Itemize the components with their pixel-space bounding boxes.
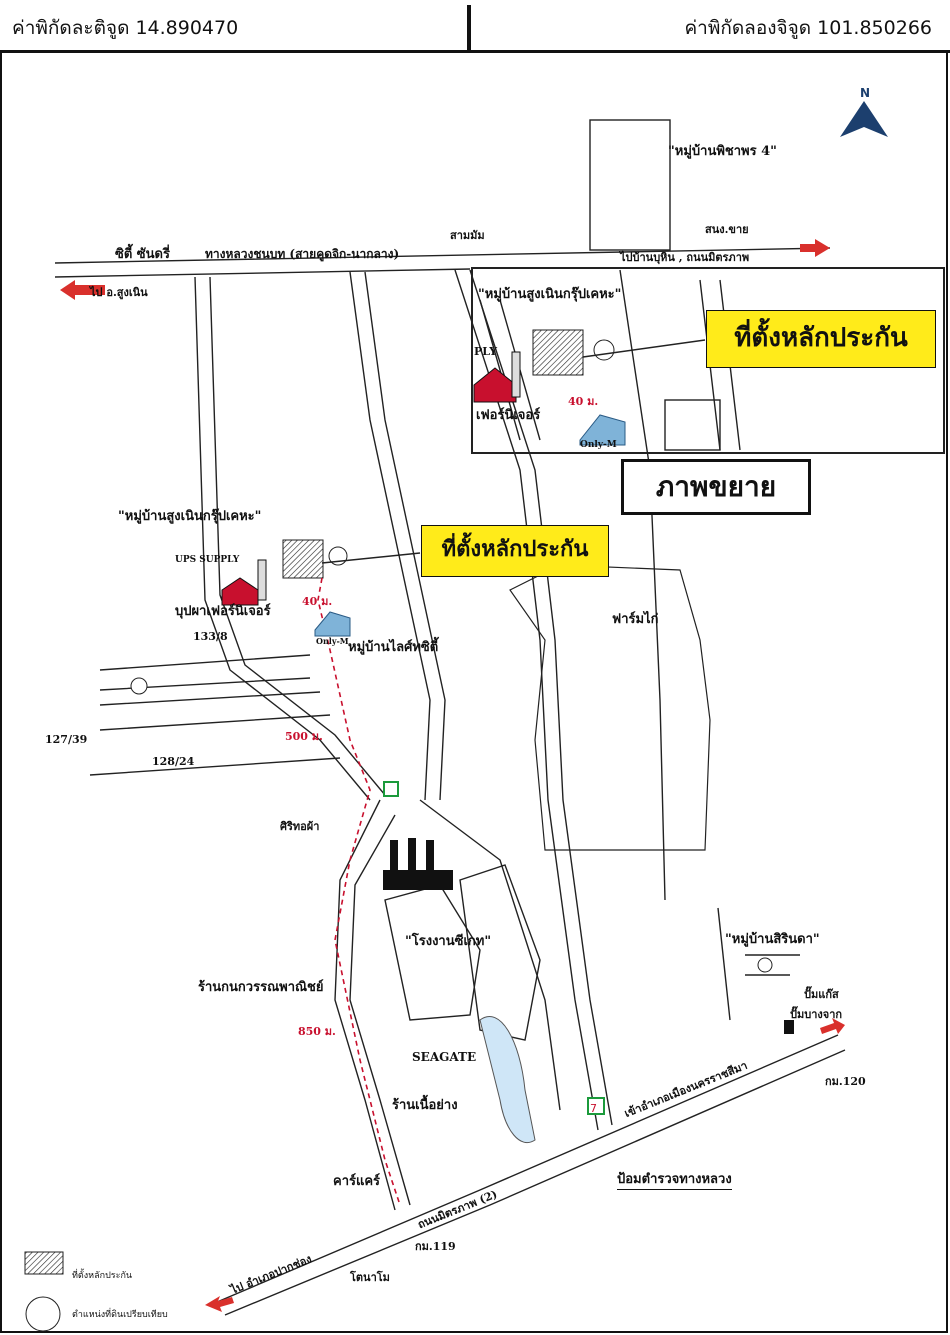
- village-sung-noen-zoom: "หมู่บ้านสูงเนินกรุ๊ปเคหะ": [478, 287, 622, 302]
- seagate-factory: "โรงงานซีเกท": [405, 934, 492, 949]
- svg-text:N: N: [860, 86, 870, 100]
- gas-station: ปั๊มแก๊ส: [804, 988, 839, 1001]
- highway-name: ทางหลวงชนบท (สายคูดจิก-นากลาง): [205, 247, 400, 261]
- collateral-hatch-zoom: [532, 329, 584, 376]
- main-location-callout: ที่ตั้งหลักประกัน: [421, 525, 609, 577]
- road-center: [349, 271, 431, 801]
- legend-circle-swatch: [25, 1296, 61, 1332]
- to-ban-nong: ไปบ้านบุหิน , ถนนมิตรภาพ: [620, 251, 750, 264]
- comparison-circle-3: [757, 957, 773, 973]
- furniture-zoom: เฟอร์นิเจอร์: [476, 408, 541, 423]
- seven-eleven-icon: 7: [383, 781, 605, 1115]
- comparison-circle-zoom: [593, 339, 615, 361]
- arrow-right-korat-icon: [820, 1018, 845, 1034]
- longitude-label: ค่าพิกัดลองจิจูด 101.850266: [684, 17, 932, 39]
- svg-text:7: 7: [590, 1102, 597, 1115]
- arrow-left-icon: [60, 280, 105, 300]
- comparison-circle-2: [130, 677, 148, 695]
- road-main-vertical: [454, 269, 599, 1131]
- distance-40: 40 ม.: [302, 595, 333, 608]
- village-sirinda: "หมู่บ้านสิรินดา": [725, 932, 820, 947]
- ply-label: PLY: [474, 345, 498, 358]
- distance-500: 500 ม.: [285, 730, 323, 743]
- ply-building-icon: [473, 351, 521, 403]
- latitude-label: ค่าพิกัดละติจูด 14.890470: [12, 17, 239, 39]
- only-m: Only-M: [316, 636, 349, 646]
- kanok-shop: ร้านกนกวรรณพาณิชย์: [198, 980, 324, 995]
- warehouse-zoom-icon: [579, 414, 626, 446]
- police-box: ป้อมตำรวจทางหลวง: [617, 1168, 732, 1190]
- sritho-cha: ศิริทอผ้า: [280, 820, 320, 833]
- highway-road: [54, 247, 831, 264]
- ups-supply: UPS SUPPLY: [175, 555, 240, 565]
- seagate-label: SEAGATE: [412, 1050, 477, 1064]
- ups-building-icon: [221, 559, 267, 606]
- legend-hatch-swatch: [24, 1251, 64, 1275]
- zoom-location-callout: ที่ตั้งหลักประกัน: [706, 310, 936, 368]
- factory-icon: [383, 838, 453, 890]
- distance-40-zoom: 40 ม.: [568, 395, 599, 408]
- lake: [479, 1016, 536, 1143]
- kanomo: โตนาโม: [350, 1271, 390, 1284]
- map-frame: [0, 53, 948, 1333]
- bang-chak: ปั๊มบางจาก: [790, 1008, 843, 1021]
- onlym-zoom: Only-M: [580, 440, 617, 450]
- to-sung-noen: ไป อ.สูงเนิน: [90, 286, 148, 299]
- city-sundry: ซิตี้ ซันดรี่: [115, 247, 170, 262]
- chicken-farm: ฟาร์มไก่: [612, 612, 659, 627]
- bupha-furniture: บุปผาเฟอร์นิเจอร์: [175, 604, 271, 619]
- house-number-12824: 128/24: [152, 755, 195, 768]
- sales-office: สนง.ขาย: [705, 223, 749, 236]
- distance-route: [317, 577, 401, 1206]
- bbq-shop: ร้านเนื้อย่าง: [392, 1098, 458, 1113]
- road-left: [194, 276, 371, 801]
- village-silicon: หมู่บ้านไลศ์ทซิตี้: [348, 640, 439, 655]
- distance-850: 850 ม.: [298, 1025, 336, 1038]
- legend-circle-label: ตำแหน่งที่ดินเปรียบเทียบ: [72, 1310, 168, 1320]
- house-number-1338: 133/8: [193, 630, 228, 643]
- zoom-inset-box: [471, 267, 945, 454]
- map-canvas: 7: [24, 119, 945, 1332]
- sam-mam: สามมัม: [450, 229, 485, 242]
- gas-pump-icon: [784, 1020, 794, 1034]
- legend-hatch-label: ที่ตั้งหลักประกัน: [72, 1271, 133, 1281]
- collateral-hatch-main: [282, 539, 324, 579]
- carecare: คาร์แคร์: [333, 1174, 381, 1189]
- header-divider: [467, 5, 471, 53]
- village-sung-noen: "หมู่บ้านสูงเนินกรุ๊ปเคหะ": [118, 509, 262, 524]
- arrow-left-pakchong-icon: [205, 1296, 234, 1312]
- km-120: กม.120: [825, 1075, 866, 1088]
- coordinate-header: ค่าพิกัดละติจูด 14.890470 ค่าพิกัดลองจิจ…: [0, 0, 950, 53]
- km-119: กม.119: [415, 1240, 456, 1253]
- zoom-title: ภาพขยาย: [621, 459, 811, 515]
- arrow-right-icon: [800, 239, 830, 257]
- chicken-farm-outline: [509, 564, 711, 851]
- north-arrow-icon: N: [840, 86, 888, 137]
- mittraphap-road: [209, 1034, 839, 1306]
- warehouse-icon: [314, 611, 351, 637]
- village-pichaporn: "หมู่บ้านพิชาพร 4": [668, 144, 777, 159]
- house-number-12739: 127/39: [45, 733, 88, 746]
- seagate-loop: [334, 799, 396, 1211]
